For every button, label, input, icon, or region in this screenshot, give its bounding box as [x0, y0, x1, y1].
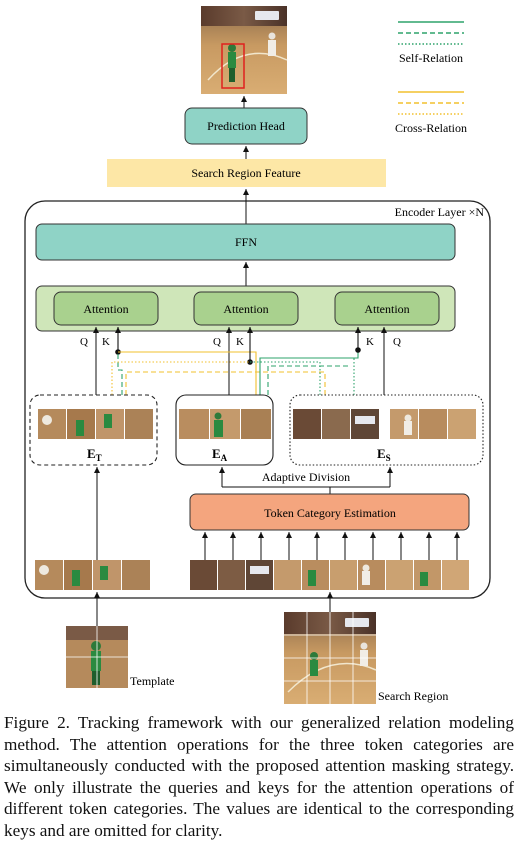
- ea-label: EA: [212, 446, 228, 463]
- template-image: [66, 626, 128, 688]
- framework-diagram: Self-Relation Cross-Relation Prediction …: [24, 6, 491, 704]
- key-arrows: [111, 327, 361, 395]
- es-patches: [293, 409, 476, 439]
- search-region-image: [284, 612, 377, 704]
- encoder-layer-label: Encoder Layer ×N: [395, 205, 485, 219]
- search-region-feature-label: Search Region Feature: [191, 166, 300, 180]
- ffn-block: [35, 223, 456, 261]
- k-label-adaptive: K: [236, 336, 244, 348]
- attention-block-adaptive: [193, 291, 299, 326]
- k-label-search: K: [366, 336, 374, 348]
- prediction-box: [221, 43, 245, 89]
- token-category-estimation-block: [189, 493, 470, 531]
- caption-label: Figure 2.: [4, 713, 70, 732]
- search-region-feature-block: [107, 159, 386, 187]
- attention-block-search: [334, 291, 440, 326]
- search-token-strip: [190, 560, 469, 590]
- ffn-label: FFN: [235, 235, 257, 249]
- encoder-layer-container: [24, 200, 491, 599]
- template-label: Template: [130, 674, 174, 688]
- query-arrows: [93, 327, 387, 395]
- attention-label-1: Attention: [83, 302, 128, 316]
- es-label: ES: [377, 446, 391, 463]
- token-category-estimation-label: Token Category Estimation: [264, 506, 396, 520]
- et-patches: [38, 409, 153, 439]
- legend: Self-Relation Cross-Relation: [395, 21, 467, 135]
- legend-cross-relation: Cross-Relation: [395, 121, 467, 135]
- prediction-head-block: [184, 107, 308, 145]
- prediction-head-label: Prediction Head: [207, 119, 285, 133]
- legend-self-relation: Self-Relation: [399, 51, 463, 65]
- attention-label-3: Attention: [364, 302, 409, 316]
- template-token-strip: [35, 560, 150, 590]
- attention-block-template: [53, 291, 159, 326]
- q-label-adaptive: Q: [213, 336, 221, 348]
- figure-caption: Figure 2. Tracking framework with our ge…: [4, 712, 514, 842]
- search-region-label: Search Region: [378, 689, 448, 703]
- ea-patches: [179, 409, 271, 439]
- caption-text: Tracking framework with our generalized …: [4, 713, 514, 840]
- q-label-search: Q: [393, 336, 401, 348]
- k-label-template: K: [102, 336, 110, 348]
- tce-input-arrows: [202, 532, 460, 560]
- attention-label-2: Attention: [223, 302, 268, 316]
- et-label: ET: [87, 446, 102, 463]
- adaptive-division-label: Adaptive Division: [262, 470, 350, 484]
- q-label-template: Q: [80, 336, 88, 348]
- adaptive-division-connector: [219, 467, 393, 494]
- output-image: [201, 6, 288, 94]
